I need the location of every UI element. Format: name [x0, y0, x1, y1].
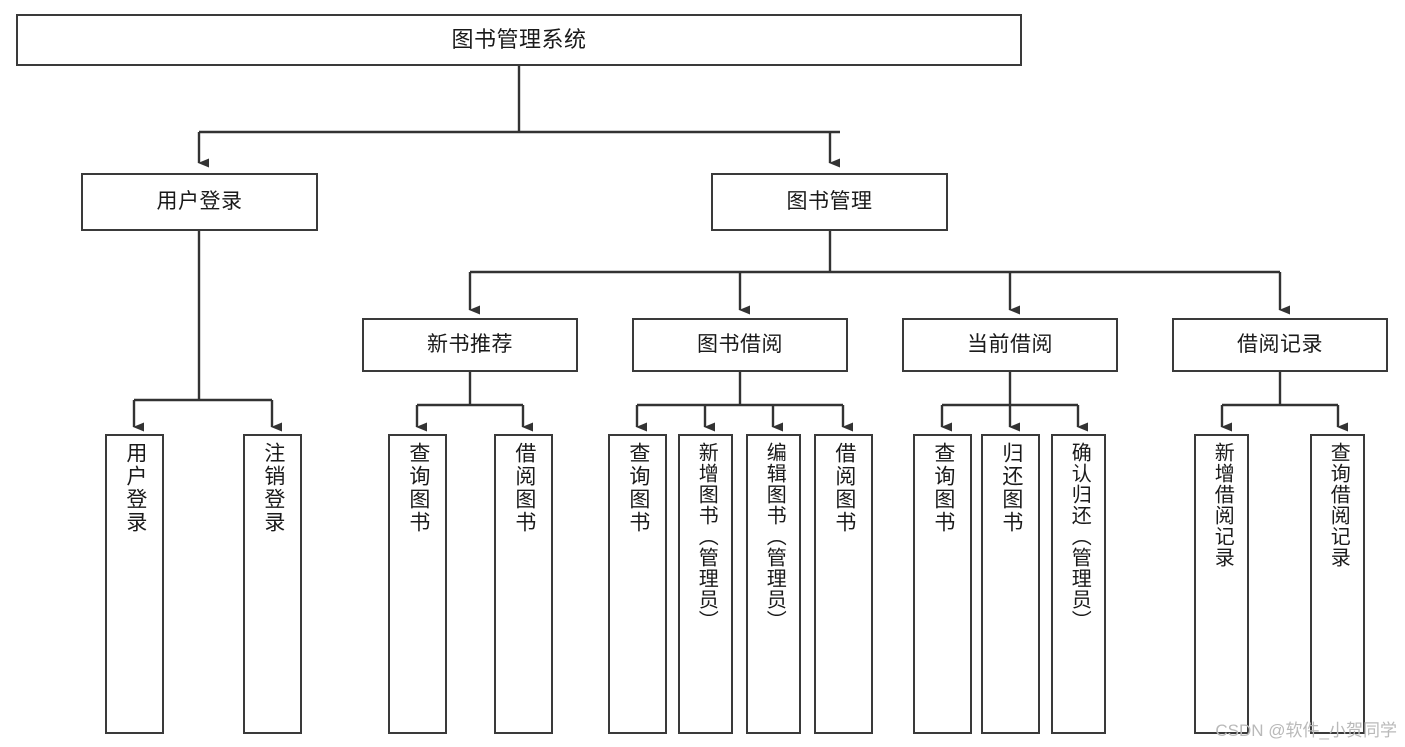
node-label: 新增图书（管理员）	[695, 442, 718, 631]
node-label: 图书管理	[786, 190, 873, 214]
node-leaf-return-book[interactable]: 归还图书	[981, 434, 1040, 734]
node-leaf-query-book-2[interactable]: 查询图书	[608, 434, 667, 734]
node-label: 查询借阅记录	[1327, 442, 1350, 568]
node-label: 图书管理系统	[451, 26, 587, 52]
node-label: 借阅记录	[1237, 333, 1323, 357]
node-book-borrow[interactable]: 图书借阅	[632, 318, 848, 372]
csdn-watermark: CSDN @软件_小贺同学	[1215, 721, 1397, 740]
node-book-manage[interactable]: 图书管理	[711, 173, 948, 231]
node-label: 新增借阅记录	[1211, 442, 1234, 568]
node-label: 借阅图书	[512, 442, 536, 534]
node-label: 当前借阅	[967, 333, 1053, 357]
node-leaf-query-book-3[interactable]: 查询图书	[913, 434, 972, 734]
node-label: 新书推荐	[427, 333, 513, 357]
node-borrow-record[interactable]: 借阅记录	[1172, 318, 1388, 372]
node-book-management-system[interactable]: 图书管理系统	[16, 14, 1022, 66]
node-label: 查询图书	[626, 442, 650, 534]
node-leaf-borrow-book-1[interactable]: 借阅图书	[494, 434, 553, 734]
node-label: 确认归还（管理员）	[1068, 442, 1091, 631]
node-leaf-add-book[interactable]: 新增图书（管理员）	[678, 434, 733, 734]
node-label: 归还图书	[999, 442, 1023, 534]
node-leaf-add-borrow-record[interactable]: 新增借阅记录	[1194, 434, 1249, 734]
node-label: 编辑图书（管理员）	[763, 442, 786, 631]
node-leaf-confirm-return[interactable]: 确认归还（管理员）	[1051, 434, 1106, 734]
node-label: 图书借阅	[697, 333, 783, 357]
node-label: 用户登录	[156, 190, 243, 214]
node-user-login[interactable]: 用户登录	[81, 173, 318, 231]
node-new-book-recommend[interactable]: 新书推荐	[362, 318, 578, 372]
node-label: 查询图书	[406, 442, 430, 534]
node-current-borrow[interactable]: 当前借阅	[902, 318, 1118, 372]
node-label: 用户登录	[123, 442, 147, 534]
node-leaf-query-book-1[interactable]: 查询图书	[388, 434, 447, 734]
node-leaf-logout[interactable]: 注销登录	[243, 434, 302, 734]
node-leaf-query-borrow-record[interactable]: 查询借阅记录	[1310, 434, 1365, 734]
node-label: 查询图书	[931, 442, 955, 534]
node-leaf-user-login[interactable]: 用户登录	[105, 434, 164, 734]
node-label: 注销登录	[261, 442, 285, 534]
node-leaf-edit-book[interactable]: 编辑图书（管理员）	[746, 434, 801, 734]
node-label: 借阅图书	[832, 442, 856, 534]
node-leaf-borrow-book-2[interactable]: 借阅图书	[814, 434, 873, 734]
